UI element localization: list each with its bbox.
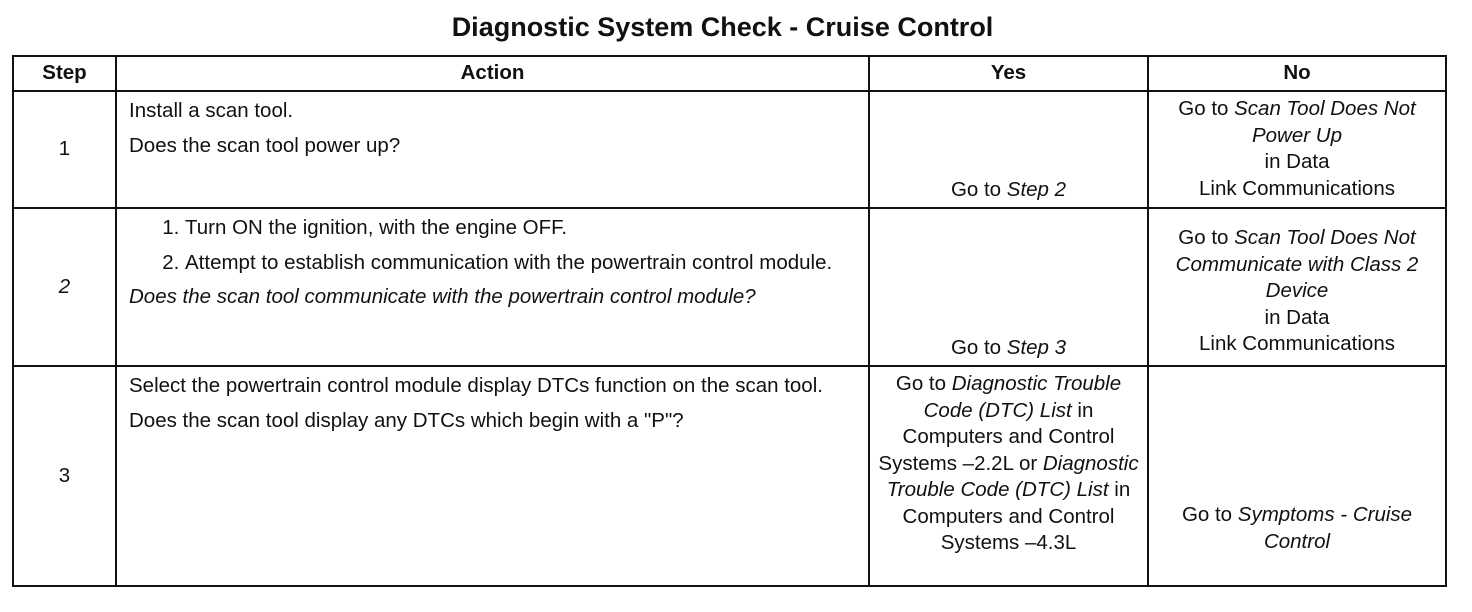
action-question: Does the scan tool power up?: [129, 133, 401, 157]
action-text: Select the powertrain control module dis…: [129, 374, 823, 397]
no-suffix-2: Link Communications: [1199, 332, 1395, 355]
no-prefix: Go to: [1181, 503, 1238, 526]
action-steps-list: Turn ON the ignition, with the engine OF…: [129, 215, 856, 276]
header-action: Action: [115, 55, 870, 92]
table-row-step-2: 2 Turn ON the ignition, with the engine …: [12, 207, 1447, 367]
no-cell: Go to Scan Tool Does Not Communicate wit…: [1147, 207, 1447, 367]
header-step: Step: [12, 55, 117, 92]
yes-dtc-link-2-2l[interactable]: Diagnostic Trouble Code (DTC) List: [923, 372, 1122, 422]
table-row-step-1: 1 Install a scan tool. Does the scan too…: [12, 90, 1447, 209]
yes-step-link[interactable]: Step 3: [1006, 335, 1067, 359]
yes-mid-text: in Computers and Control Systems –2.2L: [878, 398, 1115, 475]
yes-prefix: Go to: [950, 335, 1007, 359]
yes-or-text: or: [1018, 451, 1043, 475]
no-prefix: Go to: [1178, 226, 1235, 249]
no-suffix-1: in Data: [1264, 150, 1330, 173]
yes-dtc-link-4-3l[interactable]: Diagnostic Trouble Code (DTC) List: [886, 451, 1139, 502]
yes-suffix-text: in Computers and Control Systems –4.3L: [902, 478, 1131, 554]
action-cell: Turn ON the ignition, with the engine OF…: [115, 207, 870, 367]
action-question: Does the scan tool communicate with the …: [129, 285, 756, 308]
yes-prefix: Go to: [950, 177, 1007, 201]
yes-step-link[interactable]: Step 2: [1006, 177, 1067, 201]
header-yes: Yes: [868, 55, 1149, 92]
no-link[interactable]: Scan Tool Does Not Communicate with Clas…: [1175, 226, 1419, 302]
action-step-item: Turn ON the ignition, with the engine OF…: [185, 215, 856, 242]
yes-cell: Go to Step 2: [868, 90, 1149, 209]
table-row-step-3: 3 Select the powertrain control module d…: [12, 365, 1447, 587]
no-prefix: Go to: [1178, 97, 1235, 120]
step-number: 3: [12, 365, 117, 587]
page-title: Diagnostic System Check - Cruise Control: [451, 12, 994, 42]
yes-cell: Go to Diagnostic Trouble Code (DTC) List…: [868, 365, 1149, 587]
action-cell: Select the powertrain control module dis…: [115, 365, 870, 587]
action-step-item: Attempt to establish communication with …: [185, 250, 856, 277]
header-row: Step Action Yes No: [12, 55, 1447, 92]
diagnostic-table: Step Action Yes No 1 Install a scan tool…: [12, 55, 1447, 587]
step-number: 2: [12, 207, 117, 367]
no-cell: Go to Scan Tool Does Not Power Up in Dat…: [1147, 90, 1447, 209]
header-no: No: [1147, 55, 1447, 92]
action-question: Does the scan tool display any DTCs whic…: [129, 408, 684, 432]
no-link[interactable]: Scan Tool Does Not Power Up: [1234, 97, 1416, 147]
yes-prefix: Go to: [895, 372, 952, 395]
action-cell: Install a scan tool. Does the scan tool …: [115, 90, 870, 209]
no-suffix-2: Link Communications: [1199, 176, 1395, 200]
no-link[interactable]: Symptoms - Cruise Control: [1237, 503, 1413, 553]
no-cell: Go to Symptoms - Cruise Control: [1147, 365, 1447, 587]
step-number: 1: [12, 90, 117, 209]
no-suffix-1: in Data: [1264, 305, 1330, 329]
yes-cell: Go to Step 3: [868, 207, 1149, 367]
action-text: Install a scan tool.: [129, 99, 294, 122]
